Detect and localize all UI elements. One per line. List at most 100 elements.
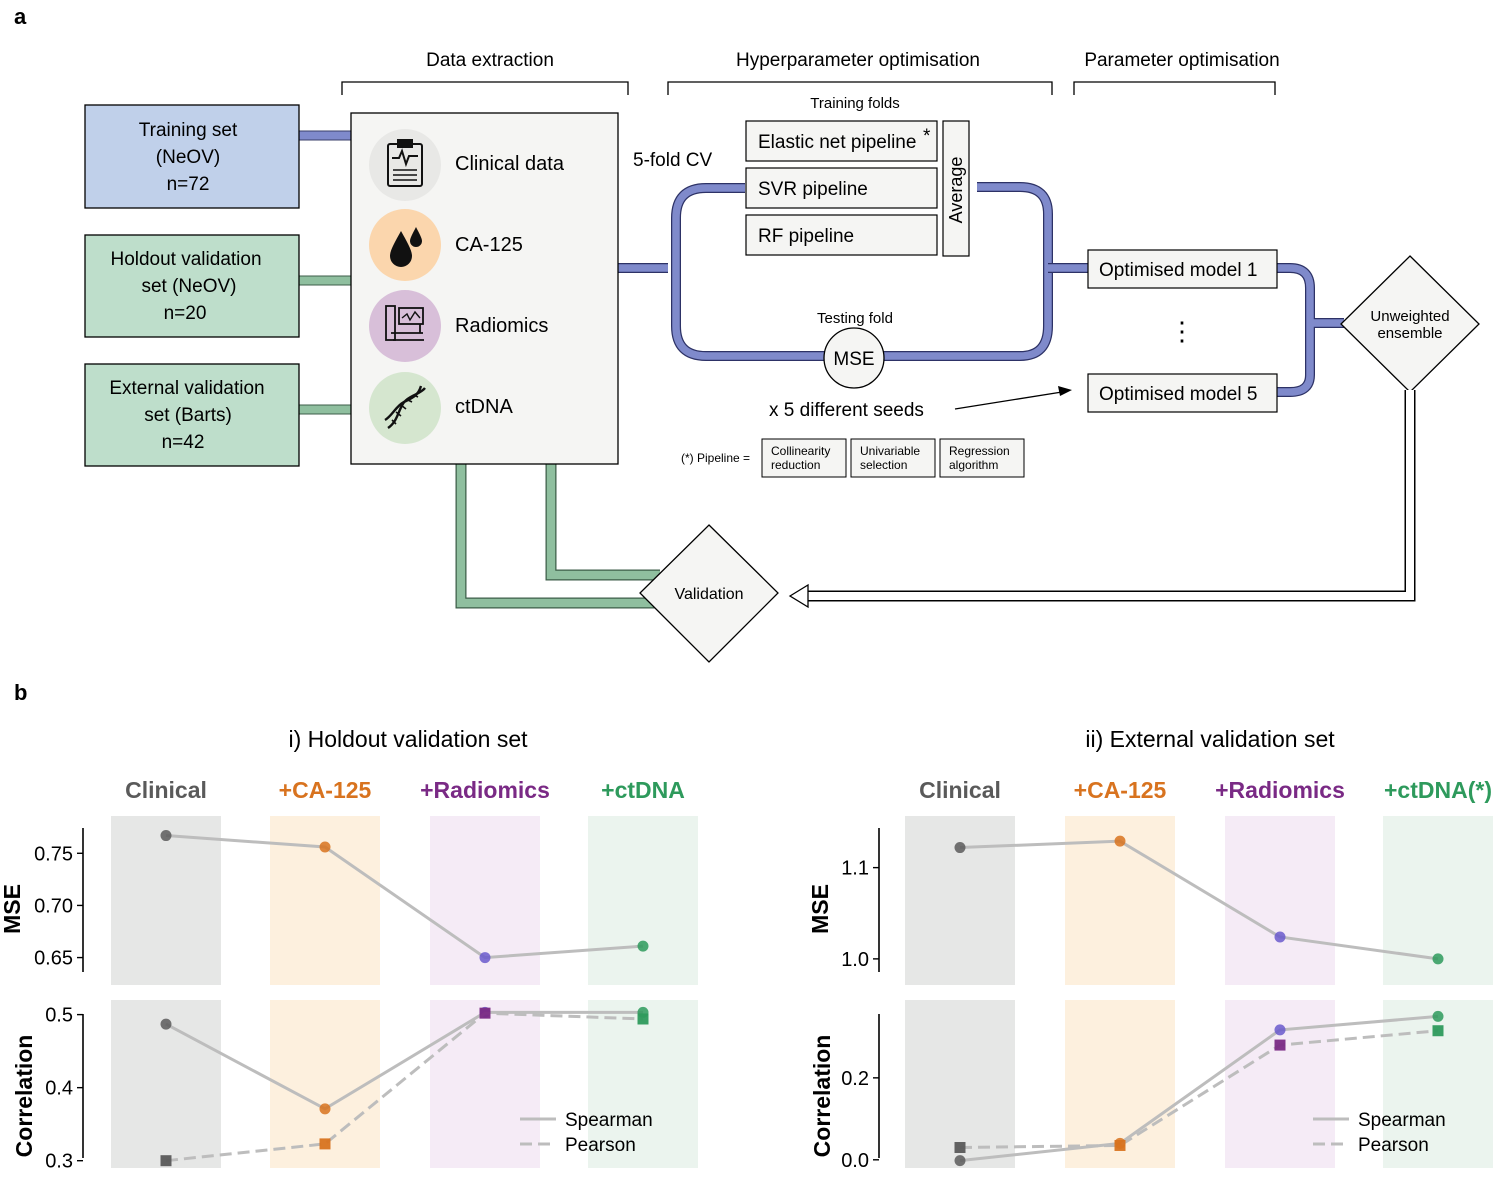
ca125-label: CA-125 [455, 234, 523, 256]
category-band-mse [1225, 816, 1335, 985]
pipeline-step2-line2: selection [860, 458, 907, 472]
correlation-point-spearman [319, 1103, 331, 1115]
panel-a-label: a [14, 4, 27, 29]
pipeline-step2-line1: Univariable [860, 444, 920, 458]
correlation-point-pearson [319, 1138, 331, 1150]
category-label: Clinical [125, 777, 207, 803]
correlation-point-pearson [1114, 1139, 1126, 1151]
seeds-label: x 5 different seeds [769, 400, 924, 421]
chart-title: i) Holdout validation set [288, 726, 528, 752]
correlation-tick-label: 0.3 [45, 1151, 73, 1173]
svr-label: SVR pipeline [758, 179, 868, 200]
header-parameter: Parameter optimisation [1084, 50, 1279, 71]
category-band-mse [905, 816, 1015, 985]
correlation-point-pearson [160, 1155, 172, 1167]
correlation-tick-label: 0.0 [841, 1150, 869, 1172]
correlation-point-pearson [479, 1007, 491, 1019]
training-set-line3: n=72 [167, 174, 210, 195]
mse-point [160, 830, 172, 842]
average-box: Average [942, 120, 970, 257]
category-label: +Radiomics [1215, 777, 1345, 803]
correlation-axis-label: Correlation [809, 1035, 835, 1158]
testing-fold-label: Testing fold [817, 310, 893, 327]
elastic-net-label: Elastic net pipeline [758, 132, 916, 153]
holdout-set-line1: Holdout validation [110, 249, 261, 270]
training-set-bg [84, 104, 300, 209]
pipeline-def-prefix: (*) Pipeline = [681, 451, 750, 465]
mse-tick-label: 1.1 [841, 858, 869, 880]
ctdna-row: ctDNA [369, 372, 513, 444]
pipeline-step3-line2: algorithm [949, 458, 998, 472]
category-band-correlation [430, 1000, 540, 1168]
pipeline-step1-line2: reduction [771, 458, 820, 472]
cv-label: 5-fold CV [633, 150, 713, 171]
chart-2: ii) External validation setClinical+CA-1… [807, 726, 1493, 1172]
ctdna-label: ctDNA [455, 396, 513, 418]
validation-label: Validation [674, 586, 743, 603]
mse-tick-label: 0.65 [34, 948, 73, 970]
mse-line [165, 834, 644, 960]
ensemble-to-validation-arrow [788, 390, 1416, 609]
panel-b-label: b [14, 680, 27, 705]
mse-line [959, 839, 1439, 961]
mse-point [1274, 931, 1286, 943]
mse-point [637, 940, 649, 952]
correlation-point-spearman [1432, 1010, 1444, 1022]
correlation-tick-label: 0.5 [45, 1005, 73, 1027]
average-label: Average [946, 157, 966, 224]
correlation-line-spearman [959, 1014, 1439, 1163]
category-label: +ctDNA(*) [1384, 777, 1492, 803]
legend-pearson-label: Pearson [565, 1135, 636, 1156]
elastic-net-asterisk: * [923, 126, 931, 147]
pipeline-step1-line1: Collinearity [771, 444, 830, 458]
mse-point [954, 842, 966, 854]
holdout-set-box: Holdout validation set (NeOV) n=20 [84, 234, 300, 338]
model1-label: Optimised model 1 [1099, 260, 1257, 281]
pipeline-step3-line1: Regression [949, 444, 1010, 458]
mse-point [1432, 953, 1444, 965]
legend-spearman-label: Spearman [1358, 1110, 1446, 1131]
training-set-line2: (NeOV) [156, 147, 220, 168]
external-set-line1: External validation [109, 378, 264, 399]
mse-axis-label: MSE [0, 884, 25, 934]
optimised-model-5-box: Optimised model 5 [1087, 373, 1278, 413]
training-set-line1: Training set [139, 120, 238, 141]
correlation-line-pearson [165, 1011, 644, 1163]
radiomics-row: Radiomics [369, 290, 548, 362]
external-set-box: External validation set (Barts) n=42 [84, 363, 300, 467]
validation-pipes [455, 464, 660, 609]
cv-loop [618, 182, 1344, 397]
category-label: Clinical [919, 777, 1001, 803]
external-set-line3: n=42 [162, 432, 205, 453]
external-set-bg [84, 363, 300, 467]
header-data-extraction: Data extraction [426, 50, 554, 71]
mse-tick-label: 0.70 [34, 895, 73, 917]
unweighted-ensemble-diamond: Unweighted ensemble [1340, 255, 1480, 393]
mse-point [1114, 835, 1126, 847]
clinical-data-row: Clinical data [369, 129, 565, 201]
mse-point [479, 952, 491, 964]
category-band-mse [111, 816, 221, 985]
mse-node: MSE [823, 327, 885, 389]
seeds-arrow [954, 386, 1072, 410]
model5-label: Optimised model 5 [1099, 384, 1257, 405]
mse-tick-label: 1.0 [841, 949, 869, 971]
ca125-row: CA-125 [369, 209, 523, 281]
correlation-point-pearson [1432, 1025, 1444, 1037]
header-brackets [341, 81, 1276, 95]
rf-pipeline-box: RF pipeline [745, 214, 938, 256]
correlation-point-pearson [954, 1142, 966, 1154]
correlation-axis-label: Correlation [11, 1035, 37, 1158]
svr-pipeline-box: SVR pipeline [745, 167, 938, 209]
ensemble-line1: Unweighted [1370, 308, 1449, 325]
training-folds-label: Training folds [810, 95, 900, 112]
category-band-correlation [588, 1000, 698, 1168]
header-hyperparameter: Hyperparameter optimisation [736, 50, 980, 71]
rf-label: RF pipeline [758, 226, 854, 247]
category-band-mse [588, 816, 698, 985]
legend-pearson-label: Pearson [1358, 1135, 1429, 1156]
pipeline-definition: (*) Pipeline = Collinearity reduction Un… [681, 438, 1025, 478]
ensemble-line2: ensemble [1377, 325, 1442, 342]
correlation-line-spearman [165, 1010, 643, 1111]
